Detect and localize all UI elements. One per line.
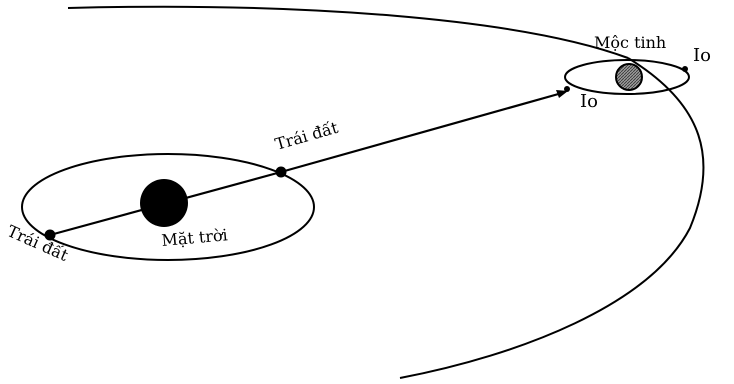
- io-position-left: [564, 86, 570, 92]
- jupiter-orbit-lower: [400, 58, 704, 378]
- jupiter-orbit-upper: [68, 7, 628, 58]
- label-jupiter: Mộc tinh: [594, 33, 666, 52]
- label-io-left: Io: [580, 91, 598, 112]
- label-earth-near: Trái đất: [273, 118, 341, 154]
- label-sun: Mặt trời: [161, 225, 229, 250]
- label-io-right: Io: [693, 45, 711, 66]
- io-position-right: [682, 66, 688, 72]
- jupiter: [616, 64, 642, 90]
- earth-position-near: [276, 167, 287, 178]
- sun: [140, 179, 188, 227]
- label-earth-far: Trái đất: [4, 221, 71, 265]
